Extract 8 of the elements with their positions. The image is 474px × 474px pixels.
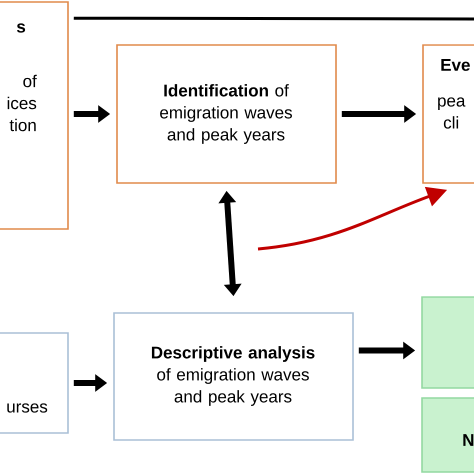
process-box: urses [0,332,69,434]
process-box: Eve pea cli [422,44,474,184]
connector-line [74,16,474,20]
process-box: N [421,397,474,473]
process-box: s of ices tion [0,1,69,230]
empty-box [421,296,474,389]
process-box: Identification of emigration waves and peak years [116,44,337,184]
process-box: Descriptive analysis of emigration waves and peak years [113,312,354,441]
